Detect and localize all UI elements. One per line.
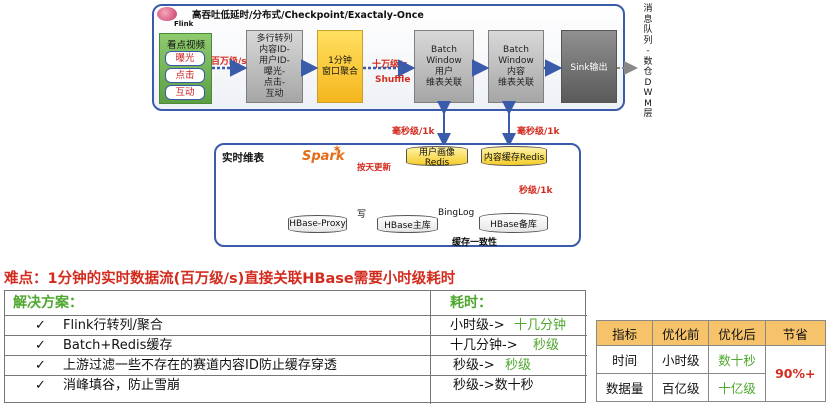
source-item-click: 点击 (165, 68, 205, 83)
shuffle-label: Shuffle (375, 75, 411, 85)
row-to-col-box: 多行转列 内容ID- 用户ID- 曝光- 点击- 互动 (246, 30, 303, 103)
user-redis: 用户画像Redis (406, 146, 468, 168)
batch-content-box: Batch Window 内容 维表关联 (488, 30, 544, 103)
consistency-label: 缓存一致性 (452, 238, 498, 248)
solution-row: ✓ Flink行转列/聚合 小时级-> 十几分钟 (5, 315, 587, 336)
kpi-table: 指标 优化前 优化后 节省 时间 小时级 数十秒 90%+ 数据量 百亿级 十亿… (595, 320, 827, 402)
dim-title: 实时维表 (222, 152, 264, 164)
solution-row: ✓ 上游过滤一些不存在的赛道内容ID防止缓存穿透 秒级-> 秒级 (5, 355, 587, 376)
kpi-cell: 百亿级 (652, 373, 710, 402)
flink-logo-text: Flink (174, 20, 194, 28)
write-label: 写 (357, 210, 367, 220)
rate-in-label: 百万级/s (211, 57, 247, 67)
spark-star-icon: ✶ (332, 142, 343, 156)
sink-box: Sink输出 (561, 30, 617, 103)
source-header: 看点视频 (166, 40, 205, 51)
time-from: 小时级-> (450, 318, 505, 333)
solution-head: 解决方案： (13, 295, 83, 311)
kpi-header: 优化后 (708, 320, 766, 346)
window-agg-box: 1分钟 窗口聚合 (317, 30, 363, 103)
check-icon: ✓ (35, 358, 46, 373)
binglog-label: BingLog (438, 208, 475, 218)
kpi-cell: 数十秒 (708, 345, 766, 374)
kpi-cell: 十亿级 (708, 373, 766, 402)
content-redis: 内容缓存Redis (481, 146, 547, 166)
ms-right-label: 毫秒级/1k (517, 127, 560, 137)
hbase-proxy: HBase-Proxy (288, 215, 347, 233)
check-icon: ✓ (35, 338, 46, 353)
time-from: 十几分钟-> (450, 338, 518, 353)
solution-row: ✓ Batch+Redis缓存 十几分钟-> 秒级 (5, 335, 587, 356)
solution-text: 上游过滤一些不存在的赛道内容ID防止缓存穿透 (63, 358, 337, 373)
kpi-header: 优化前 (652, 320, 710, 346)
flink-title: 高吞吐低延时/分布式/Checkpoint/Exactaly-Once (192, 10, 424, 21)
rate-mid-label: 十万级/s (372, 60, 408, 70)
kpi-header: 指标 (595, 320, 654, 346)
check-icon: ✓ (35, 378, 46, 393)
time-to: 秒级 (505, 358, 532, 373)
kpi-cell: 数据量 (595, 373, 654, 402)
solution-text: Flink行转列/聚合 (63, 318, 163, 333)
flink-logo-icon (157, 7, 177, 21)
source-item-exposure: 曝光 (165, 51, 205, 66)
solution-row: ✓ 消峰填谷，防止雪崩 秒级->数十秒 (5, 375, 587, 396)
solution-table: 解决方案： 耗时： ✓ Flink行转列/聚合 小时级-> 十几分钟 ✓ Bat… (4, 290, 587, 404)
kpi-cell: 时间 (595, 345, 654, 374)
time-to: 秒级 (533, 338, 560, 353)
source-item-interact: 互动 (165, 85, 205, 100)
sec-rate-label: 秒级/1k (519, 186, 553, 196)
time-head: 耗时： (450, 295, 492, 311)
solution-text: 消峰填谷，防止雪崩 (63, 378, 181, 393)
time-from: 秒级-> (453, 358, 495, 373)
kpi-saving: 90%+ (764, 345, 827, 402)
problem-statement: 难点：1分钟的实时数据流(百万级/s)直接关联HBase需要小时级耗时 (4, 271, 456, 287)
hbase-backup: HBase备库 (479, 213, 548, 233)
flink-panel (152, 4, 625, 111)
ms-left-label: 毫秒级/1k (392, 127, 435, 137)
kpi-cell: 小时级 (652, 345, 710, 374)
kpi-header: 节省 (764, 320, 827, 346)
hbase-main: HBase主库 (377, 215, 438, 233)
message-queue-label: 消 息 队 列 - 数 仓 D W M 层 (643, 4, 653, 119)
column-divider (430, 291, 431, 404)
time-to: 十几分钟 (514, 318, 567, 333)
spark-logo: Spark (302, 149, 345, 164)
batch-user-box: Batch Window 用户 维表关联 (414, 30, 474, 103)
time-from: 秒级->数十秒 (453, 378, 534, 393)
solution-text: Batch+Redis缓存 (63, 338, 173, 353)
check-icon: ✓ (35, 318, 46, 333)
daily-update-label: 按天更新 (357, 163, 392, 173)
